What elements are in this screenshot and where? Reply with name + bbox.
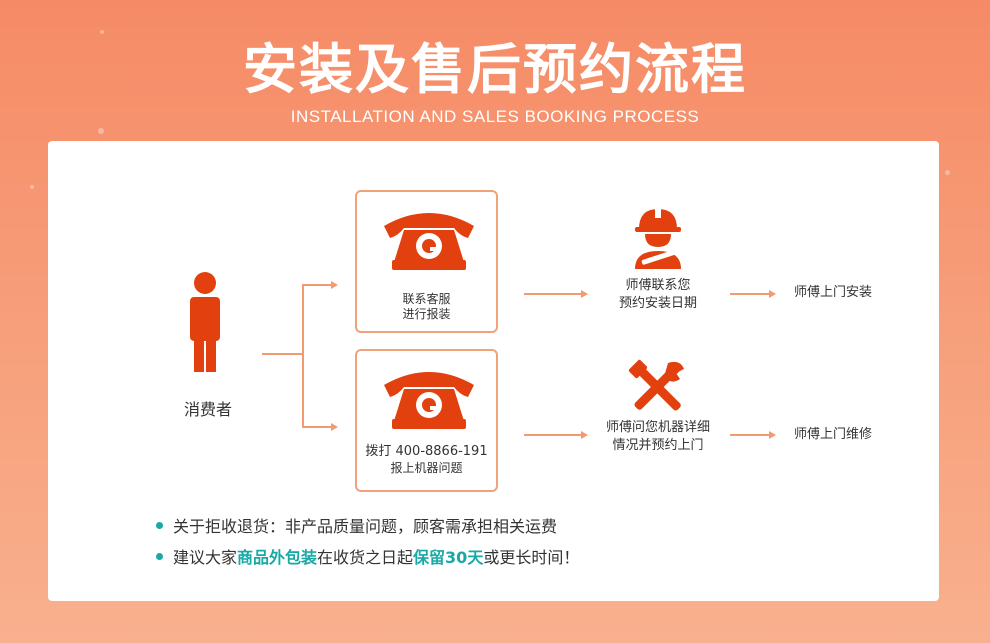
connector-line [302,426,332,428]
result2-text: 师傅上门维修 [793,427,872,442]
process-panel: 消费者 联系客服 进行报装 拨打 400-886 [48,141,939,601]
connector-line [524,434,582,436]
arrow-head [581,290,588,298]
note2-highlight-days: 保留30天 [413,548,484,567]
step1-line1: 师傅联系您 [625,278,691,293]
box2-line2: 报上机器问题 [390,461,463,475]
note1-text: 关于拒收退货：非产品质量问题，顾客需承担相关运费 [173,517,558,536]
step2-line2: 情况并预约上门 [612,438,704,453]
note2-part3: 或更长时间！ [483,548,580,567]
box1-line1: 联系客服 [402,292,451,306]
arrow-head [769,431,776,439]
telephone-icon [384,213,474,270]
note2-part1: 建议大家 [173,548,238,567]
box1-line2: 进行报装 [402,307,451,321]
background-speck [945,170,950,175]
tools-icon [628,359,684,411]
note-packaging: 建议大家商品外包装在收货之日起保留30天或更长时间！ [156,547,579,569]
background-speck [30,185,34,189]
page-subtitle: INSTALLATION AND SALES BOOKING PROCESS [290,107,700,126]
result1-text: 师傅上门安装 [793,285,872,300]
worker-icon [635,206,681,269]
connector-line [730,293,770,295]
bullet-dot [156,522,163,529]
note2-part2: 在收货之日起 [317,548,414,567]
box2-line1: 拨打 400-8866-191 [365,444,488,459]
arrow-head [769,290,776,298]
background-speck [100,30,104,34]
bullet-dot [156,553,163,560]
step1-text: 师傅联系您 预约安装日期 [593,277,723,313]
note2-highlight-packaging: 商品外包装 [237,548,318,567]
connector-line [302,284,304,428]
connector-line [730,434,770,436]
arrow-head [581,431,588,439]
step2-line1: 师傅问您机器详细 [605,420,710,435]
connector-line [524,293,582,295]
telephone-icon [384,372,474,429]
note-return-policy: 关于拒收退货：非产品质量问题，顾客需承担相关运费 [156,516,557,538]
page-title: 安装及售后预约流程 [243,38,747,101]
background-speck [98,128,104,134]
arrow-head [331,281,338,289]
person-icon [190,272,220,372]
step-box-customer-service: 联系客服 进行报装 [355,190,498,333]
step1-line2: 预约安装日期 [618,296,697,311]
step-box-hotline: 拨打 400-8866-191 报上机器问题 [355,349,498,492]
consumer-label: 消费者 [183,400,232,419]
arrow-head [331,423,338,431]
step2-text: 师傅问您机器详细 情况并预约上门 [588,419,728,455]
connector-line [262,353,303,355]
connector-line [302,284,332,286]
